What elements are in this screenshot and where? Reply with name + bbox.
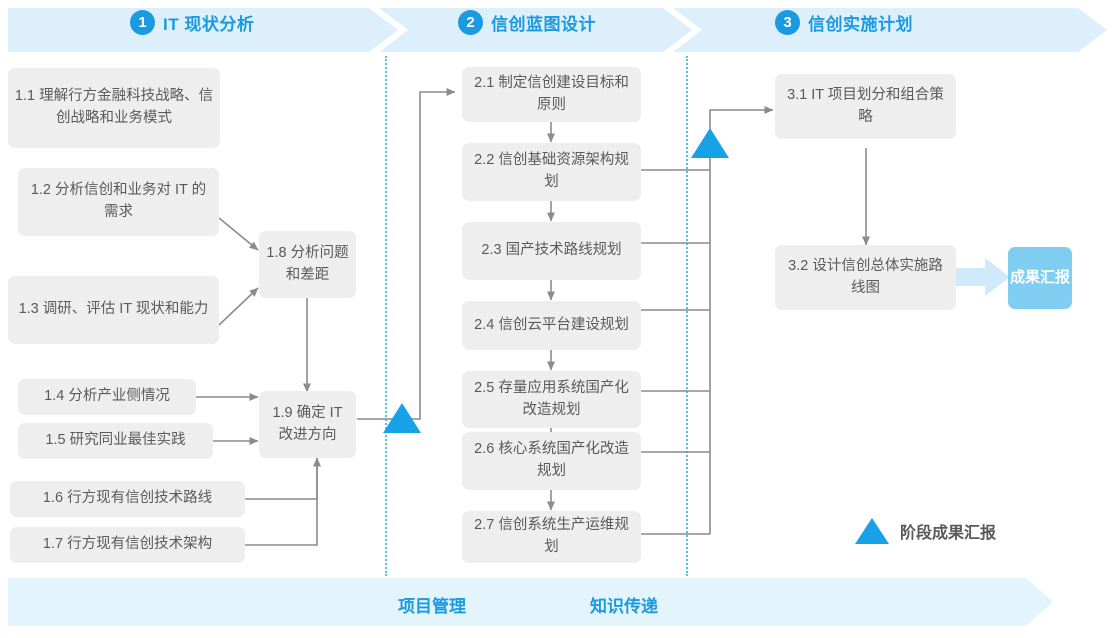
node-1-8[interactable]: 1.8 分析问题和差距 xyxy=(259,231,356,298)
node-label: 2.5 存量应用系统国产化改造规划 xyxy=(474,379,629,418)
result-badge-label: 成果汇报 xyxy=(1009,269,1070,287)
node-2-3[interactable]: 2.3 国产技术路线规划 xyxy=(462,222,641,280)
node-label: 1.2 分析信创和业务对 IT 的需求 xyxy=(30,182,207,220)
node-label: 2.4 信创云平台建设规划 xyxy=(474,316,629,333)
node-label: 2.1 制定信创建设目标和原则 xyxy=(474,74,629,113)
phase-header-3[interactable]: 3 信创实施计划 xyxy=(775,8,913,36)
node-label: 1.9 确定 IT 改进方向 xyxy=(272,404,343,443)
phase-title-1: IT 现状分析 xyxy=(163,14,255,34)
node-label: 2.7 信创系统生产运维规划 xyxy=(474,517,629,555)
phase-header-1[interactable]: 1 IT 现状分析 xyxy=(130,8,254,36)
milestone-marker-stage1 xyxy=(383,403,421,433)
node-label: 3.2 设计信创总体实施路线图 xyxy=(788,257,943,296)
node-label: 1.1 理解行方金融科技战略、信创战略和业务模式 xyxy=(14,88,214,126)
legend-label: 阶段成果汇报 xyxy=(900,525,997,542)
node-2-7[interactable]: 2.7 信创系统生产运维规划 xyxy=(462,511,641,563)
node-label: 1.7 行方现有信创技术架构 xyxy=(42,536,213,553)
footer-label-project-management[interactable]: 项目管理 xyxy=(398,597,466,616)
phase-title-2: 信创蓝图设计 xyxy=(491,14,596,34)
phase-number-2: 2 xyxy=(458,9,483,35)
result-arrow xyxy=(952,258,1010,296)
node-3-1[interactable]: 3.1 IT 项目划分和组合策略 xyxy=(775,74,956,139)
node-1-1[interactable]: 1.1 理解行方金融科技战略、信创战略和业务模式 xyxy=(8,68,220,148)
footer-band xyxy=(8,578,1053,626)
legend: 阶段成果汇报 xyxy=(855,518,996,544)
node-2-1[interactable]: 2.1 制定信创建设目标和原则 xyxy=(462,67,641,122)
phase-number-1: 1 xyxy=(130,9,155,35)
node-1-5[interactable]: 1.5 研究同业最佳实践 xyxy=(18,423,213,459)
result-badge[interactable]: 成果汇报 xyxy=(1008,247,1072,309)
node-1-3[interactable]: 1.3 调研、评估 IT 现状和能力 xyxy=(8,276,219,344)
node-label: 1.6 行方现有信创技术路线 xyxy=(42,490,213,507)
node-1-6[interactable]: 1.6 行方现有信创技术路线 xyxy=(10,481,245,517)
node-label: 3.1 IT 项目划分和组合策略 xyxy=(787,86,944,125)
node-1-9[interactable]: 1.9 确定 IT 改进方向 xyxy=(259,391,356,458)
node-label: 2.6 核心系统国产化改造规划 xyxy=(474,441,629,479)
node-2-6[interactable]: 2.6 核心系统国产化改造规划 xyxy=(462,432,641,490)
phase-band xyxy=(8,8,1107,52)
node-2-2[interactable]: 2.2 信创基础资源架构规划 xyxy=(462,143,641,201)
milestone-marker-stage2 xyxy=(691,128,729,158)
node-3-2[interactable]: 3.2 设计信创总体实施路线图 xyxy=(775,245,956,310)
node-label: 1.3 调研、评估 IT 现状和能力 xyxy=(18,301,209,318)
node-1-2[interactable]: 1.2 分析信创和业务对 IT 的需求 xyxy=(18,168,219,236)
phase-divider-2-3 xyxy=(686,56,688,576)
phase-header-2[interactable]: 2 信创蓝图设计 xyxy=(458,8,596,36)
phase-divider-1-2 xyxy=(385,56,387,576)
node-label: 1.4 分析产业侧情况 xyxy=(44,388,170,405)
milestone-triangle-icon xyxy=(855,518,889,544)
node-1-4[interactable]: 1.4 分析产业侧情况 xyxy=(18,379,196,415)
node-1-7[interactable]: 1.7 行方现有信创技术架构 xyxy=(10,527,245,563)
footer-label-knowledge-transfer[interactable]: 知识传递 xyxy=(590,597,658,616)
node-label: 2.2 信创基础资源架构规划 xyxy=(474,152,629,190)
node-2-5[interactable]: 2.5 存量应用系统国产化改造规划 xyxy=(462,371,641,428)
phase-title-3: 信创实施计划 xyxy=(808,14,913,34)
node-label: 1.8 分析问题和差距 xyxy=(266,244,349,283)
node-label: 2.3 国产技术路线规划 xyxy=(481,242,622,259)
phase-number-3: 3 xyxy=(775,9,800,35)
node-2-4[interactable]: 2.4 信创云平台建设规划 xyxy=(462,301,641,350)
node-label: 1.5 研究同业最佳实践 xyxy=(45,432,186,449)
